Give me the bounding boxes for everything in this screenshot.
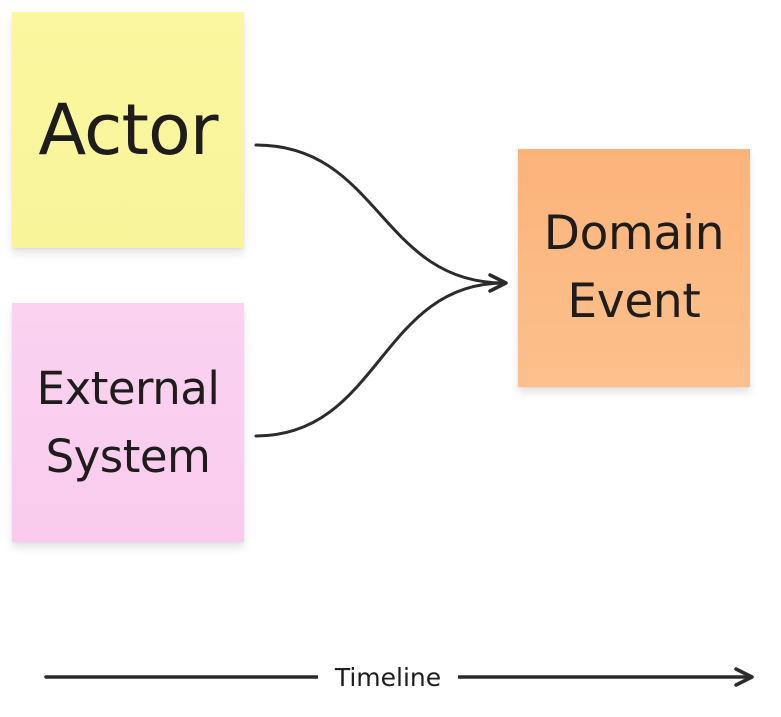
sticky-note-domain-event[interactable]: Domain Event — [518, 149, 750, 387]
sticky-note-actor[interactable]: Actor — [12, 12, 244, 248]
connector-external-to-event[interactable] — [254, 273, 508, 438]
sticky-note-domain-event-label: Domain Event — [543, 205, 725, 329]
connector-actor-to-event[interactable] — [254, 143, 506, 285]
sticky-note-external-system[interactable]: External System — [12, 303, 244, 542]
timeline-label: Timeline — [318, 660, 458, 694]
sticky-note-external-system-label: External System — [36, 362, 220, 483]
sticky-note-actor-label: Actor — [38, 88, 218, 171]
